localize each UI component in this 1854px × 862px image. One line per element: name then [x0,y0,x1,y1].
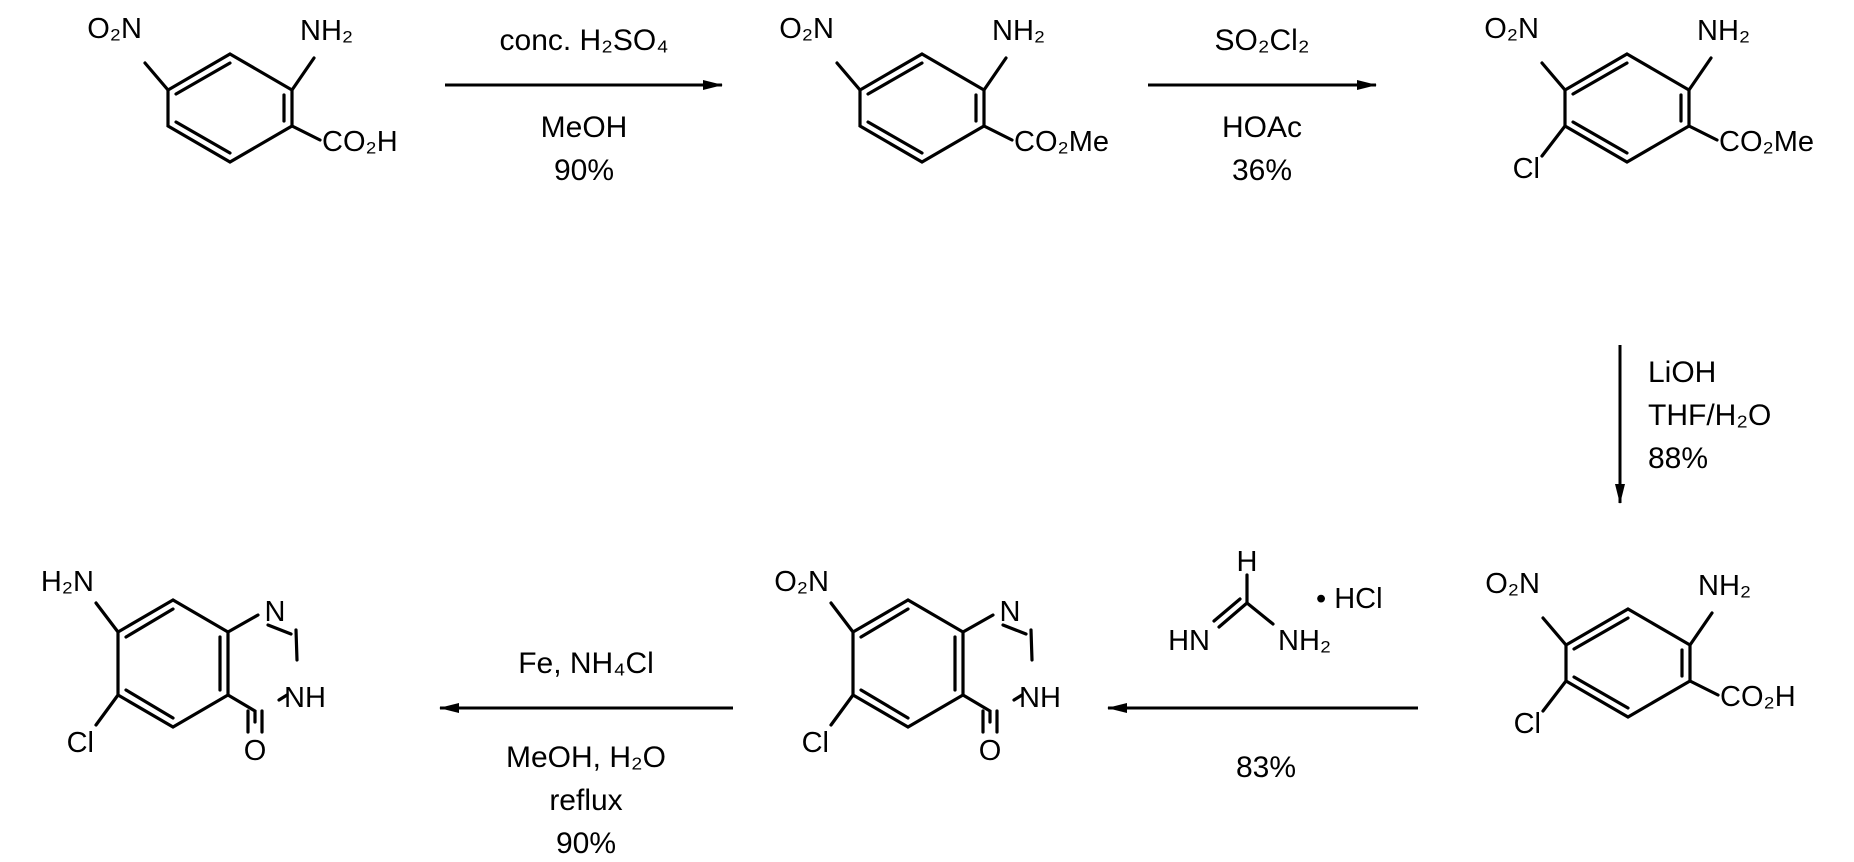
compound-5: N NH O O₂N Cl [774,566,1061,767]
step4-conditions: 83% [1236,751,1296,784]
amine-label: NH₂ [300,15,353,47]
nitro-label: O₂N [1484,13,1539,45]
benzene-ring [860,54,984,162]
oxo-label: O [979,735,1002,767]
oxo-label: O [244,735,267,767]
acid-label: CO₂H [1720,681,1796,713]
hcl-label: • HCl [1316,583,1383,615]
ring-nh-label: NH [1019,682,1061,714]
amine-label: NH₂ [1698,570,1751,602]
amine-label: NH₂ [1697,15,1750,47]
cond-2: THF/H₂O [1648,399,1771,432]
chloro-label: Cl [802,727,829,759]
yield-label: 90% [554,154,614,187]
cond-below-1: HOAc [1222,111,1302,144]
cond-1: LiOH [1648,356,1716,389]
nitro-label: O₂N [779,13,834,45]
cond-below-1: MeOH [541,111,628,144]
reagent-bonds [1214,575,1273,627]
hn-label: HN [1168,625,1210,657]
yield-label: 88% [1648,442,1708,475]
compound-6: N NH O H₂N Cl [41,566,326,767]
compound-2: O₂N NH₂ CO₂Me [779,13,1109,162]
compound-4: O₂N NH₂ CO₂H Cl [1485,568,1795,740]
ring-nh-label: NH [284,682,326,714]
nitro-label: O₂N [1485,568,1540,600]
ring-n1-label: N [265,596,286,628]
ester-label: CO₂Me [1014,126,1109,158]
h-label: H [1237,546,1258,578]
cond-above: SO₂Cl₂ [1215,24,1310,57]
compound-1: O₂N NH₂ CO₂H [87,13,397,162]
cond-below-2: reflux [549,784,622,817]
step1-conditions: conc. H₂SO₄ MeOH 90% [500,24,669,187]
nh2-label: NH₂ [1278,625,1331,657]
ring-n1-label: N [1000,596,1021,628]
amine-label: NH₂ [992,15,1045,47]
benzene-ring [1565,54,1689,162]
formamidine-reagent: H HN NH₂ • HCl [1168,546,1382,657]
substituent-bonds [1542,58,1717,156]
nitro-label: O₂N [774,566,829,598]
ester-label: CO₂Me [1719,126,1814,158]
cond-below-1: MeOH, H₂O [506,741,666,774]
nitro-label: O₂N [87,13,142,45]
cond-above: conc. H₂SO₄ [500,24,669,57]
benzene-ring [168,54,292,162]
yield-label: 36% [1232,154,1292,187]
chloro-label: Cl [67,727,94,759]
compound-3: O₂N NH₂ CO₂Me Cl [1484,13,1814,185]
chloro-label: Cl [1513,153,1540,185]
acid-label: CO₂H [322,126,398,158]
yield-label: 83% [1236,751,1296,784]
step5-conditions: Fe, NH₄Cl MeOH, H₂O reflux 90% [506,647,666,860]
cond-above: Fe, NH₄Cl [518,647,654,680]
yield-label: 90% [556,827,616,860]
step3-conditions: LiOH THF/H₂O 88% [1648,356,1771,475]
chloro-label: Cl [1514,708,1541,740]
amino-label: H₂N [41,566,94,598]
substituent-bonds [1543,613,1718,711]
step2-conditions: SO₂Cl₂ HOAc 36% [1215,24,1310,187]
benzene-ring [1566,609,1690,717]
